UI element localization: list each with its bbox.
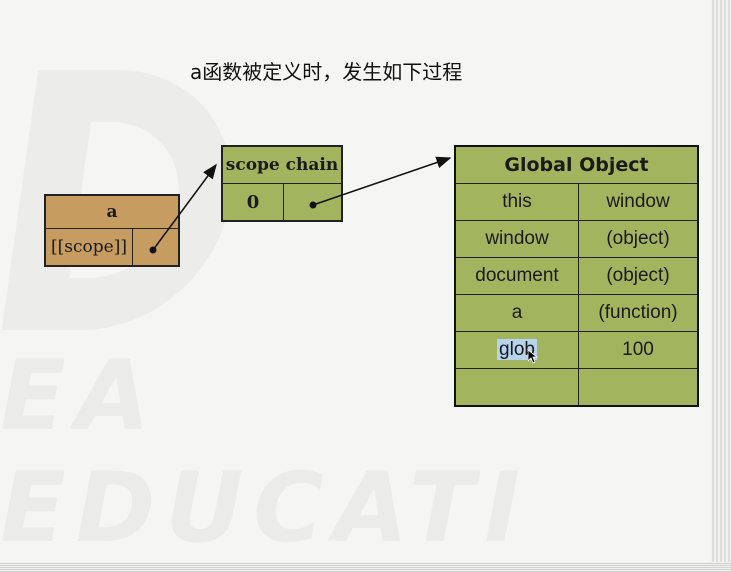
go-key-selected[interactable]: glob: [454, 331, 579, 369]
watermark-text: EA EDUCATI: [0, 340, 530, 564]
go-value: window: [578, 183, 699, 221]
go-value: (object): [578, 257, 699, 295]
go-value: (object): [578, 220, 699, 258]
global-object-header: Global Object: [454, 145, 699, 184]
arrow-scope-chain-to-global: [309, 156, 452, 209]
table-row: glob 100: [454, 331, 699, 369]
arrow-a-to-scope-chain: [149, 163, 217, 254]
go-value: (function): [578, 294, 699, 332]
page-edge: [710, 0, 731, 572]
scope-chain-index: 0: [221, 183, 284, 222]
slide-title: a函数被定义时，发生如下过程: [190, 60, 463, 84]
function-a-box: a [[scope]]: [44, 194, 180, 267]
table-row: a (function): [454, 294, 699, 332]
mouse-cursor-icon: [528, 350, 538, 364]
page-bottom-edge: [0, 562, 731, 572]
global-object-box: Global Object this window window (object…: [454, 145, 699, 407]
go-value: 100: [578, 331, 699, 369]
function-a-name: a: [44, 194, 180, 229]
text-selection[interactable]: glob: [497, 339, 537, 360]
go-key: [454, 368, 579, 407]
slide: EA EDUCATI a函数被定义时，发生如下过程 a [[scope]] sc…: [0, 0, 710, 564]
table-row: window (object): [454, 220, 699, 258]
go-value: [578, 368, 699, 407]
table-row: [454, 368, 699, 407]
scope-chain-box: scope chain 0: [221, 145, 343, 222]
function-a-scope-label: [[scope]]: [44, 228, 133, 267]
pointer-arrows: [149, 156, 452, 254]
